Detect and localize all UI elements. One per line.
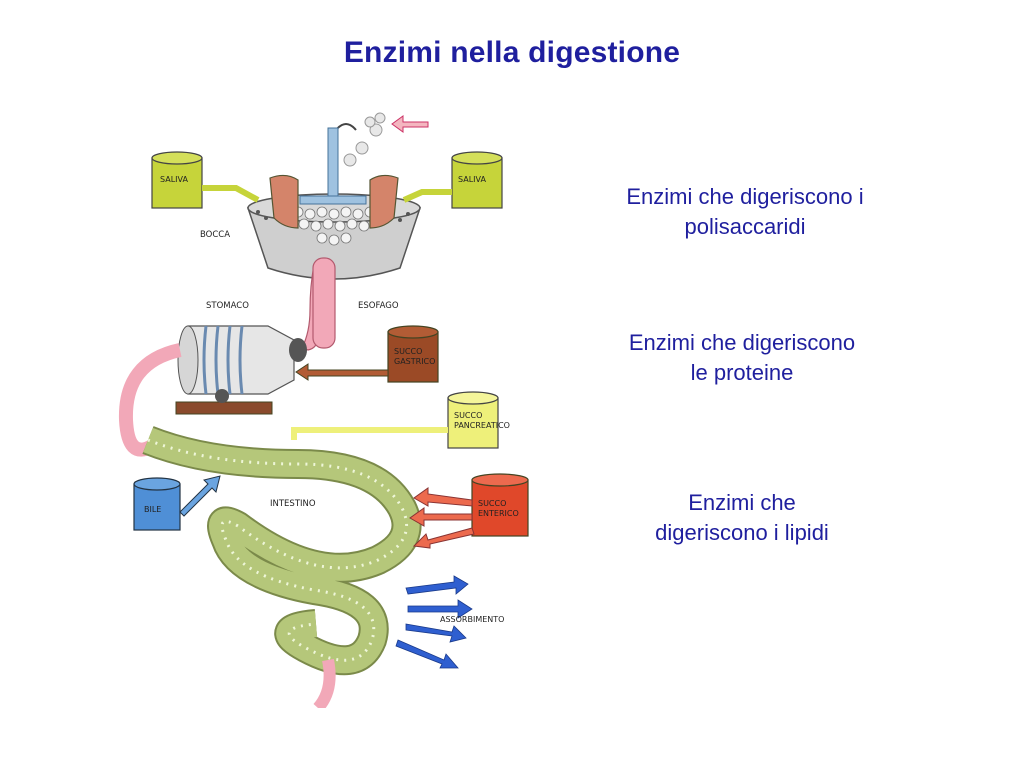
absorption-arrows [395, 575, 473, 669]
esofago-label: ESOFAGO [358, 301, 399, 311]
bile-can: BILE [133, 475, 221, 531]
caption-polysaccharides: Enzimi che digeriscono i polisaccaridi [595, 182, 895, 242]
caption-2-line-2: le proteine [690, 360, 794, 385]
intestino-label: INTESTINO [270, 499, 316, 509]
assorbimento-label: ASSORBIMENTO [440, 615, 504, 624]
caption-3-line-2: digeriscono i lipidi [655, 520, 829, 545]
pink-duct [118, 343, 182, 457]
gastric-juice-can: SUCCO GASTRICO [295, 325, 439, 383]
pancreatic-label-1: SUCCO [454, 411, 482, 420]
saliva-label-left: SALIVA [160, 175, 188, 184]
saliva-can-right: SALIVA [402, 151, 503, 209]
food-input-arrow [391, 115, 429, 133]
mouth-bowl [246, 127, 422, 280]
rotation-arrow [335, 123, 357, 131]
stomach-drum [175, 325, 307, 415]
enteric-juice-can: SUCCO ENTERICO [409, 473, 529, 549]
caption-proteins: Enzimi che digeriscono le proteine [592, 328, 892, 388]
caption-3-line-1: Enzimi che [688, 490, 796, 515]
gastric-label-1: SUCCO [394, 347, 422, 356]
bile-label: BILE [144, 505, 161, 514]
slide-title: Enzimi nella digestione [343, 36, 681, 69]
caption-1-line-1: Enzimi che digeriscono i [626, 184, 864, 209]
enteric-label-1: SUCCO [478, 499, 506, 508]
pancreatic-label-2: PANCREATICO [454, 421, 510, 430]
saliva-label-right: SALIVA [458, 175, 486, 184]
gastric-label-2: GASTRICO [394, 357, 435, 366]
caption-2-line-1: Enzimi che digeriscono [628, 330, 856, 355]
enteric-label-2: ENTERICO [478, 509, 519, 518]
saliva-can-left: SALIVA [151, 151, 260, 209]
food-pieces [343, 112, 386, 167]
digestion-diagram: SALIVA SALIVA BOCCA ESOFAGO STOMACO SUCC… [118, 112, 529, 708]
caption-lipids: Enzimi che digeriscono i lipidi [592, 488, 892, 548]
pancreatic-juice-can: SUCCO PANCREATICO [291, 391, 510, 449]
caption-1-line-2: polisaccaridi [684, 214, 806, 239]
intestine [142, 426, 422, 708]
stomaco-label: STOMACO [206, 301, 249, 311]
bocca-label: BOCCA [200, 230, 230, 240]
